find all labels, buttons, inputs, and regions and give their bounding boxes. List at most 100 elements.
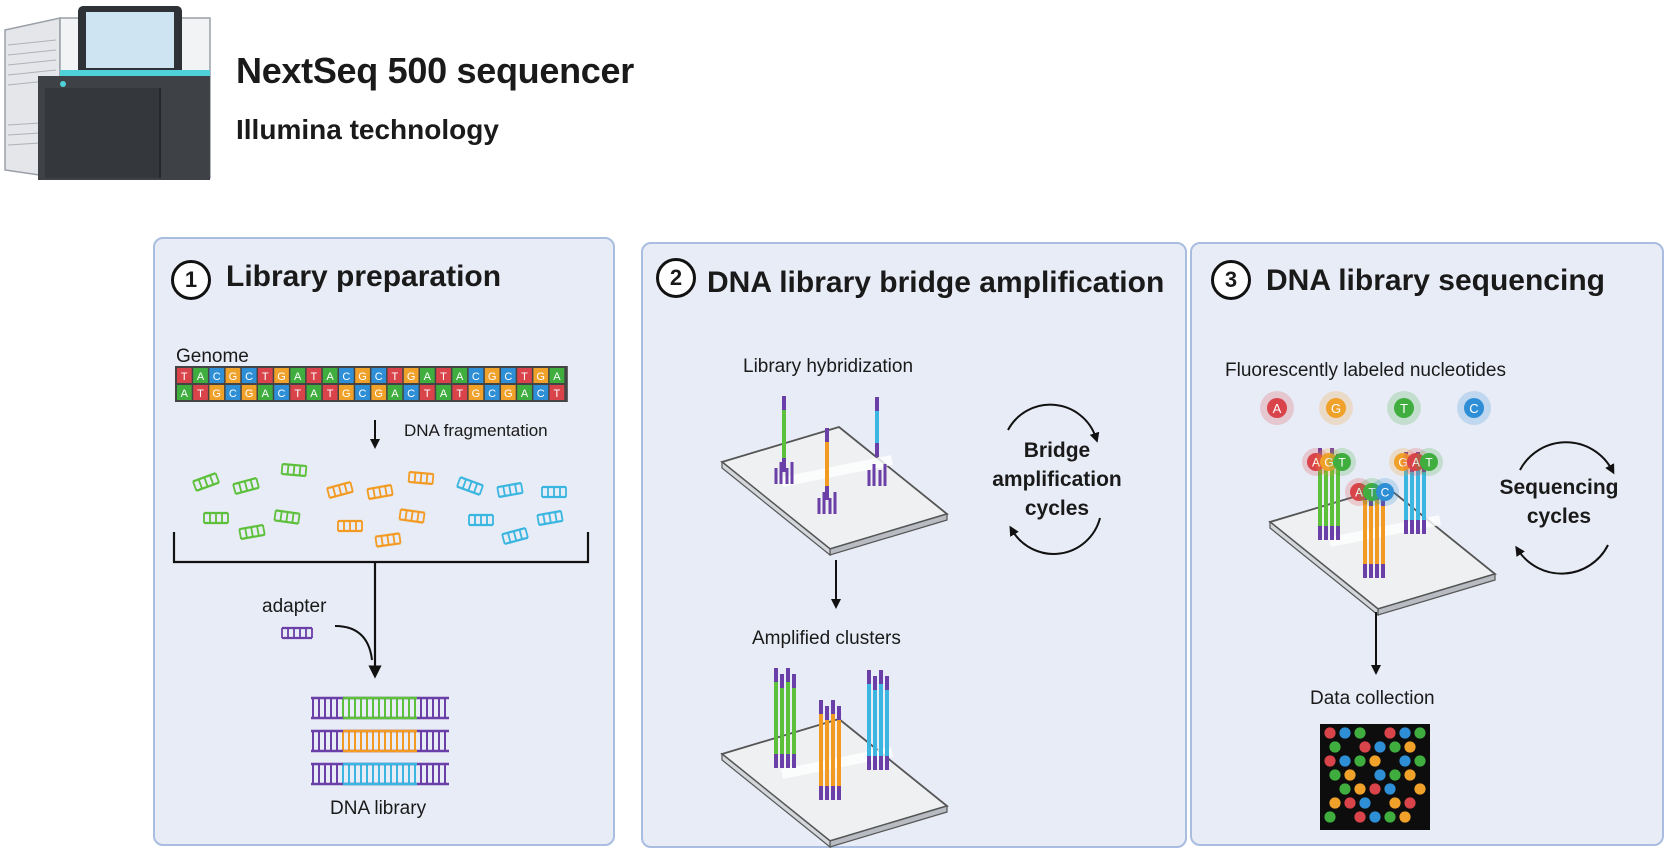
genome-letter-bottom: A [310, 388, 318, 400]
genome-base-bottom [339, 385, 354, 400]
cluster-signal-dot [1384, 783, 1396, 795]
genome-base-top [549, 368, 565, 383]
cluster-signal-dot [1384, 811, 1396, 823]
genome-base-top [371, 368, 387, 383]
pooling-bracket [172, 532, 590, 564]
genome-base-bottom [274, 385, 289, 400]
cluster-signal-dot [1354, 783, 1366, 795]
cluster-signal-dot [1339, 727, 1351, 739]
cluster-signal-dot [1339, 755, 1351, 767]
cluster-signal-dot [1354, 755, 1366, 767]
surface-primers [817, 492, 837, 514]
cluster-signal-dot [1404, 797, 1416, 809]
cluster-signal-dot [1404, 741, 1416, 753]
genome-letter-bottom: A [440, 388, 448, 400]
cluster-signal-dot [1399, 727, 1411, 739]
dna-fragment [192, 472, 220, 492]
dna-fragment [407, 470, 435, 486]
sequencing-cycle-arrow-top-icon [1519, 441, 1615, 475]
dna-fragment [366, 483, 394, 501]
adapter-icon [281, 626, 313, 640]
dna-fragment [456, 476, 484, 496]
genome-letter-top: G [407, 371, 416, 383]
dna-library-label: DNA library [330, 798, 427, 819]
cluster-signal-dot [1414, 783, 1426, 795]
cluster-signal-dot [1329, 797, 1341, 809]
cluster-signal-dot [1369, 811, 1381, 823]
sequencer-machine-icon [4, 6, 211, 180]
genome-base-bottom [452, 385, 468, 400]
tag-letter: A [1412, 456, 1420, 470]
genome-base-top [322, 368, 338, 383]
dna-fragment [501, 527, 529, 545]
genome-letter-bottom: G [472, 388, 481, 400]
genome-letter-top: G [488, 371, 497, 383]
genome-letter-top: A [553, 371, 561, 383]
fragmentation-label: DNA fragmentation [404, 421, 548, 440]
genome-letter-top: A [197, 371, 205, 383]
genome-letter-bottom: C [278, 388, 286, 400]
genome-base-bottom [420, 385, 435, 400]
genome-base-bottom [322, 385, 338, 400]
nucleotide-letter: T [1400, 401, 1408, 416]
cycle-arrow-bottom-icon [1009, 517, 1101, 555]
cluster-signal-dot [1374, 741, 1386, 753]
step-number-2: 2 [656, 258, 696, 298]
genome-base-top [306, 368, 322, 383]
nucleotide-letter: C [1469, 401, 1478, 416]
cluster-signal-dot [1414, 727, 1426, 739]
genome-base-top [501, 368, 516, 383]
amplified-cluster [774, 668, 796, 768]
genome-letter-top: T [262, 371, 269, 383]
genome-letter-top: C [213, 371, 221, 383]
genome-base-bottom [533, 385, 549, 400]
genome-base-top [241, 368, 257, 383]
panel2-flowcells [720, 396, 1101, 849]
genome-letter-bottom: G [245, 388, 254, 400]
genome-base-bottom [371, 385, 387, 400]
genome-letter-top: C [472, 371, 480, 383]
genome-base-bottom [193, 385, 208, 400]
panel-title-2: DNA library bridge amplification [707, 266, 1165, 299]
genome-base-top [225, 368, 241, 383]
genome-base-bottom [436, 385, 451, 400]
genome-base-bottom [501, 385, 516, 400]
genome-letter-bottom: A [262, 388, 270, 400]
genome-letter-bottom: C [359, 388, 367, 400]
cluster-signal-dot [1374, 769, 1386, 781]
cluster-signal-dot [1399, 755, 1411, 767]
dna-fragment [398, 508, 426, 524]
genome-letter-bottom: C [407, 388, 415, 400]
nucleotide-t-icon: T [1387, 391, 1421, 425]
genome-base-bottom [241, 385, 257, 400]
panel-bridge-amplification [641, 242, 1187, 848]
step-number-3: 3 [1211, 260, 1251, 300]
genome-base-top [355, 368, 370, 383]
dna-fragment [232, 477, 260, 495]
genome-letter-bottom: T [197, 388, 204, 400]
genome-base-top [209, 368, 225, 383]
dna-fragment [326, 481, 354, 499]
cluster-signal-dot [1339, 783, 1351, 795]
genome-base-top [258, 368, 273, 383]
flowcell-hybridization [720, 426, 949, 557]
genome-letter-bottom: G [212, 388, 221, 400]
clusters-label: Amplified clusters [752, 628, 901, 649]
tag-letter: G [1398, 456, 1407, 470]
genome-label: Genome [176, 346, 249, 367]
genome-base-top [274, 368, 289, 383]
genome-base-top [517, 368, 532, 383]
panel1-flow [172, 420, 590, 786]
cluster-signal-dot [1329, 769, 1341, 781]
genome-base-bottom [177, 385, 192, 400]
nucleotide-g-icon: G [1319, 391, 1353, 425]
genome-base-bottom [355, 385, 370, 400]
genome-base-top [177, 368, 192, 383]
panel-title-1: Library preparation [226, 260, 502, 293]
cluster-signal-dot [1359, 741, 1371, 753]
genome-letter-top: T [181, 371, 188, 383]
genome-strand: TAATCGGCCGTAGCATTAATCGGCCGTAGCATTAATCGGC… [175, 366, 568, 402]
dna-fragment [468, 513, 494, 527]
cluster-signal-dot [1359, 797, 1371, 809]
